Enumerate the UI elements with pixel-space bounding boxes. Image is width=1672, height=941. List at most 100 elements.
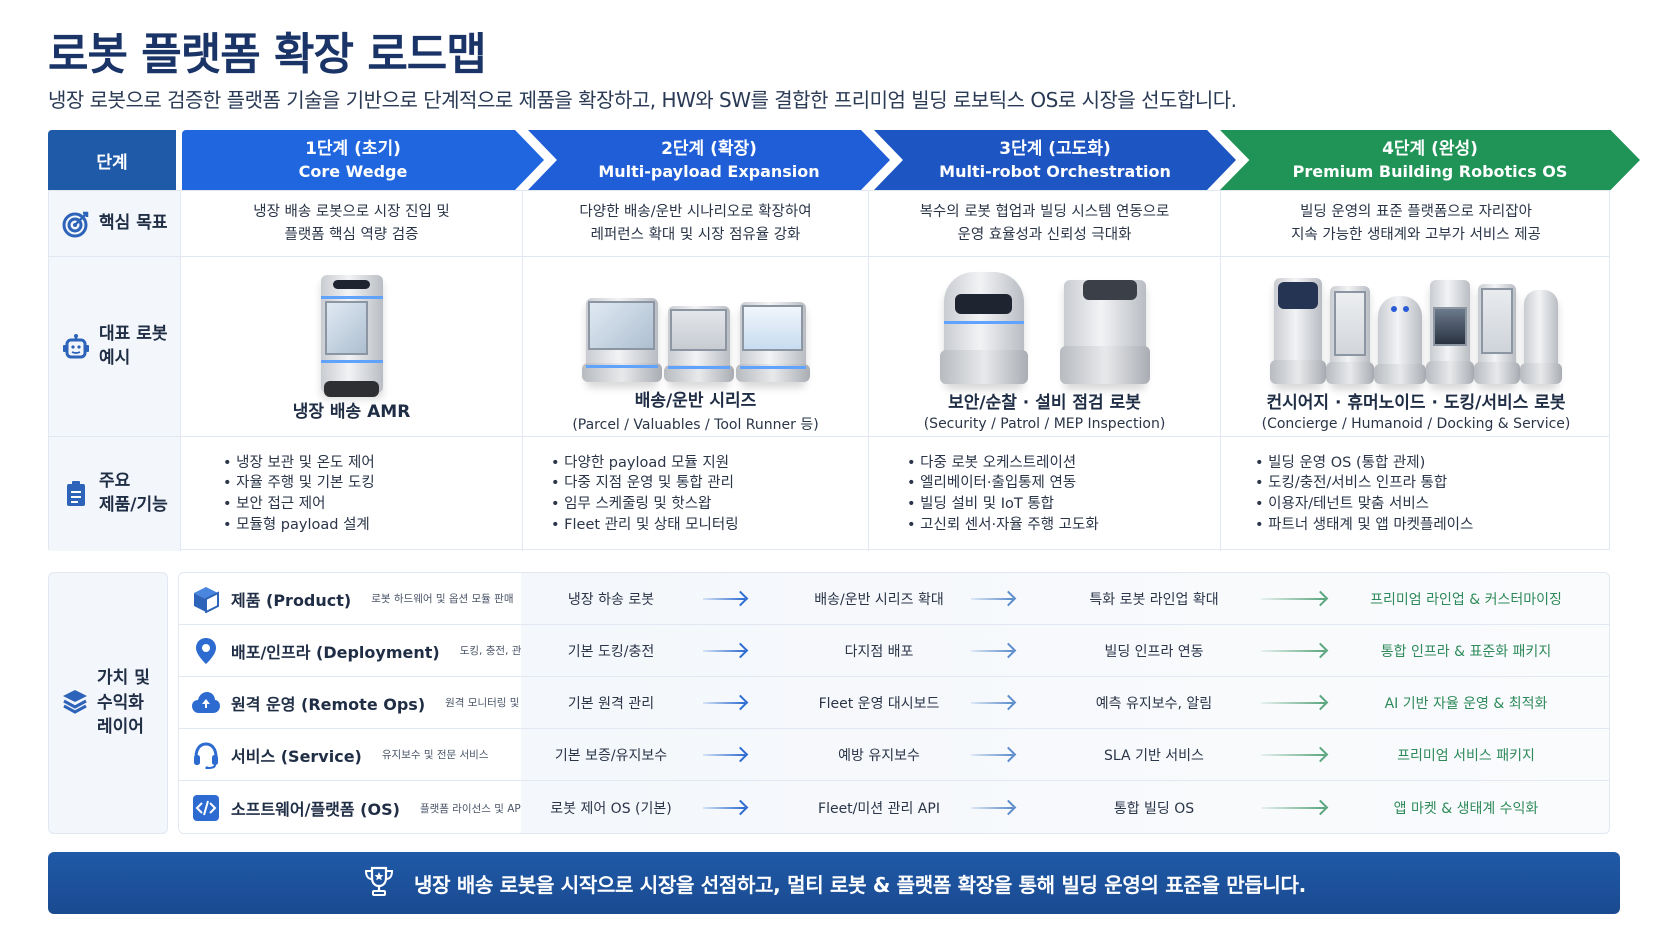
arrow-right-icon	[1261, 649, 1325, 652]
phase-3-chevron: 3단계 (고도화) Multi-robot Orchestration	[874, 130, 1236, 190]
trophy-icon	[362, 864, 396, 902]
value-row-desc: 유지보수 및 전문 서비스	[381, 749, 489, 761]
value-step: Fleet 운영 대시보드	[818, 695, 940, 712]
value-step: SLA 기반 서비스	[1104, 747, 1204, 764]
value-row-flow: 냉장 하송 로봇 배송/운반 시리즈 확대 특화 로봇 라인업 확대 프리미엄 …	[521, 573, 1609, 624]
feature-item: 다중 지점 운영 및 통합 관리	[551, 473, 739, 494]
value-row-name: 제품 (Product) 로봇 하드웨어 및 옵션 모듈 판매	[179, 573, 521, 624]
phase-2-title: 2단계 (확장)	[661, 138, 757, 159]
value-step: 배송/운반 시리즈 확대	[814, 591, 944, 608]
robot-row-label: 대표 로봇 예시	[49, 257, 181, 436]
goal-text: 복수의 로봇 협업과 빌딩 시스템 연동으로	[919, 204, 1170, 221]
value-layer-table: 제품 (Product) 로봇 하드웨어 및 옵션 모듈 판매 냉장 하송 로봇…	[178, 572, 1610, 834]
arrow-right-icon	[703, 649, 745, 652]
tool-runner-robot-image	[663, 305, 734, 382]
value-label-line: 레이어	[97, 717, 144, 738]
feature-item: 빌딩 운영 OS (통합 관제)	[1255, 453, 1473, 474]
robot-subtitle: (Security / Patrol / MEP Inspection)	[923, 415, 1166, 432]
goal-text: 레퍼런스 확대 및 시장 점유율 강화	[590, 226, 801, 243]
arrow-right-icon	[1261, 597, 1325, 600]
arrow-right-icon	[703, 753, 745, 756]
goal-row: 핵심 목표 냉장 배송 로봇으로 시장 진입 및 플랫폼 핵심 역량 검증 다양…	[49, 191, 1609, 257]
features-cell: 빌딩 운영 OS (통합 관제) 도킹/충전/서비스 인프라 통합 이용자/테넌…	[1221, 437, 1611, 551]
page-title: 로봇 플랫폼 확장 로드맵	[48, 29, 487, 80]
value-layer-section: 가치 및 수익화 레이어 제품 (Product) 로봇 하드웨어 및 옵션 모…	[48, 572, 1610, 834]
goal-text: 다양한 배송/운반 시나리오로 확장하여	[579, 204, 812, 221]
feature-item: 보안 접근 제어	[223, 494, 375, 515]
robot-subtitle: (Concierge / Humanoid / Docking & Servic…	[1261, 415, 1571, 432]
robot-name: 냉장 배송 AMR	[292, 402, 411, 422]
feature-item: 파트너 생태계 및 앱 마켓플레이스	[1255, 515, 1473, 536]
robot-cell-phase-1: 냉장 배송 AMR	[181, 257, 523, 436]
features-row: 주요 제품/기능 냉장 보관 및 온도 제어 자율 주행 및 기본 도킹 보안 …	[49, 437, 1609, 551]
value-step: 빌딩 인프라 연동	[1104, 643, 1204, 660]
robot-cell-phase-2: 배송/운반 시리즈 (Parcel / Valuables / Tool Run…	[523, 257, 869, 436]
robot-name: 배송/운반 시리즈	[634, 390, 757, 411]
locker-robot-image	[1326, 285, 1374, 384]
inspection-robot-image	[1059, 279, 1150, 384]
features-cell: 냉장 보관 및 온도 제어 자율 주행 및 기본 도킹 보안 접근 제어 모듈형…	[181, 437, 523, 551]
target-icon	[61, 209, 91, 239]
robot-row: 대표 로봇 예시 냉장 배송 AMR 배송/운	[49, 257, 1609, 437]
features-row-label: 주요 제품/기능	[49, 437, 181, 551]
value-step: 예측 유지보수, 알림	[1095, 695, 1213, 712]
location-pin-icon	[191, 636, 221, 666]
features-cell: 다중 로봇 오케스트레이션 엘리베이터·출입통제 연동 빌딩 설비 및 IoT …	[869, 437, 1221, 551]
goal-cell: 다양한 배송/운반 시나리오로 확장하여 레퍼런스 확대 및 시장 점유율 강화	[523, 191, 869, 256]
banner-message: 냉장 배송 로봇을 시작으로 시장을 선점하고, 멀티 로봇 & 플랫폼 확장을…	[414, 872, 1306, 897]
goal-cell: 빌딩 운영의 표준 플랫폼으로 자리잡아 지속 가능한 생태계와 고부가 서비스…	[1221, 191, 1611, 256]
value-row-desc: 로봇 하드웨어 및 옵션 모듈 판매	[371, 593, 514, 605]
feature-item: 임무 스케줄링 및 핫스왑	[551, 494, 739, 515]
cloud-icon	[191, 688, 221, 718]
value-row-title: 소프트웨어/플랫폼 (OS)	[231, 800, 400, 819]
value-step-final: AI 기반 자율 운영 & 최적화	[1384, 695, 1548, 712]
value-label-line: 수익화	[97, 692, 144, 713]
feature-list: 빌딩 운영 OS (통합 관제) 도킹/충전/서비스 인프라 통합 이용자/테넌…	[1255, 453, 1473, 535]
headset-icon	[191, 740, 221, 770]
value-row-title: 제품 (Product)	[231, 590, 352, 610]
value-layer-label: 가치 및 수익화 레이어	[48, 572, 168, 834]
robot-icon	[61, 332, 91, 362]
phase-1-chevron: 1단계 (초기) Core Wedge	[182, 130, 544, 190]
parcel-robot-image	[581, 297, 662, 382]
goal-cell: 냉장 배송 로봇으로 시장 진입 및 플랫폼 핵심 역량 검증	[181, 191, 523, 256]
feature-list: 다중 로봇 오케스트레이션 엘리베이터·출입통제 연동 빌딩 설비 및 IoT …	[907, 453, 1099, 535]
feature-item: 다양한 payload 모듈 지원	[551, 453, 739, 474]
value-label-line: 가치 및	[97, 668, 150, 689]
clipboard-icon	[61, 479, 91, 509]
value-row-title: 원격 운영 (Remote Ops)	[231, 694, 426, 714]
value-step-final: 프리미엄 서비스 패키지	[1397, 747, 1535, 764]
value-step: Fleet/미션 관리 API	[818, 801, 940, 817]
goal-text: 냉장 배송 로봇으로 시장 진입 및	[253, 204, 450, 221]
humanoid-robot-image	[1374, 295, 1426, 384]
robot-image-group	[581, 260, 810, 382]
value-step-final: 통합 인프라 & 표준화 패키지	[1380, 643, 1552, 660]
features-row-label-text: 주요 제품/기능	[99, 470, 168, 518]
value-row-flow: 로봇 제어 OS (기본) Fleet/미션 관리 API 통합 빌딩 OS 앱…	[521, 781, 1609, 833]
robot-row-label-text: 대표 로봇 예시	[99, 323, 167, 371]
feature-item: 이용자/테넌트 맞춤 서비스	[1255, 494, 1473, 515]
goal-row-label: 핵심 목표	[49, 191, 181, 256]
value-step: 다지점 배포	[844, 643, 914, 660]
arrow-right-icon	[703, 807, 745, 809]
arrow-right-icon	[971, 597, 1013, 600]
phase-label: 단계	[48, 130, 176, 190]
concierge-robot-image	[1270, 277, 1326, 384]
phase-4-subtitle: Premium Building Robotics OS	[1292, 161, 1568, 181]
security-robot-image	[939, 271, 1028, 384]
robot-name: 컨시어지 · 휴머노이드 · 도킹/서비스 로봇	[1266, 392, 1566, 413]
feature-item: 다중 로봇 오케스트레이션	[907, 453, 1099, 474]
features-label-line: 주요	[99, 471, 131, 492]
value-row-flow: 기본 원격 관리 Fleet 운영 대시보드 예측 유지보수, 알림 AI 기반…	[521, 677, 1609, 728]
code-icon	[191, 793, 221, 823]
value-row-name: 소프트웨어/플랫폼 (OS) 플랫폼 라이선스 및 API	[179, 781, 524, 833]
feature-list: 냉장 보관 및 온도 제어 자율 주행 및 기본 도킹 보안 접근 제어 모듈형…	[223, 453, 375, 535]
value-step: 특화 로봇 라인업 확대	[1089, 591, 1219, 608]
feature-item: Fleet 관리 및 상태 모니터링	[551, 515, 738, 536]
feature-item: 자율 주행 및 기본 도킹	[223, 473, 375, 494]
feature-list: 다양한 payload 모듈 지원 다중 지점 운영 및 통합 관리 임무 스케…	[551, 453, 739, 536]
arrow-right-icon	[1261, 753, 1325, 756]
service-robot-image	[1474, 283, 1520, 384]
value-row-remote-ops: 원격 운영 (Remote Ops) 원격 모니터링 및 운영 관리 기본 원격…	[179, 677, 1609, 729]
box-icon	[191, 584, 221, 614]
